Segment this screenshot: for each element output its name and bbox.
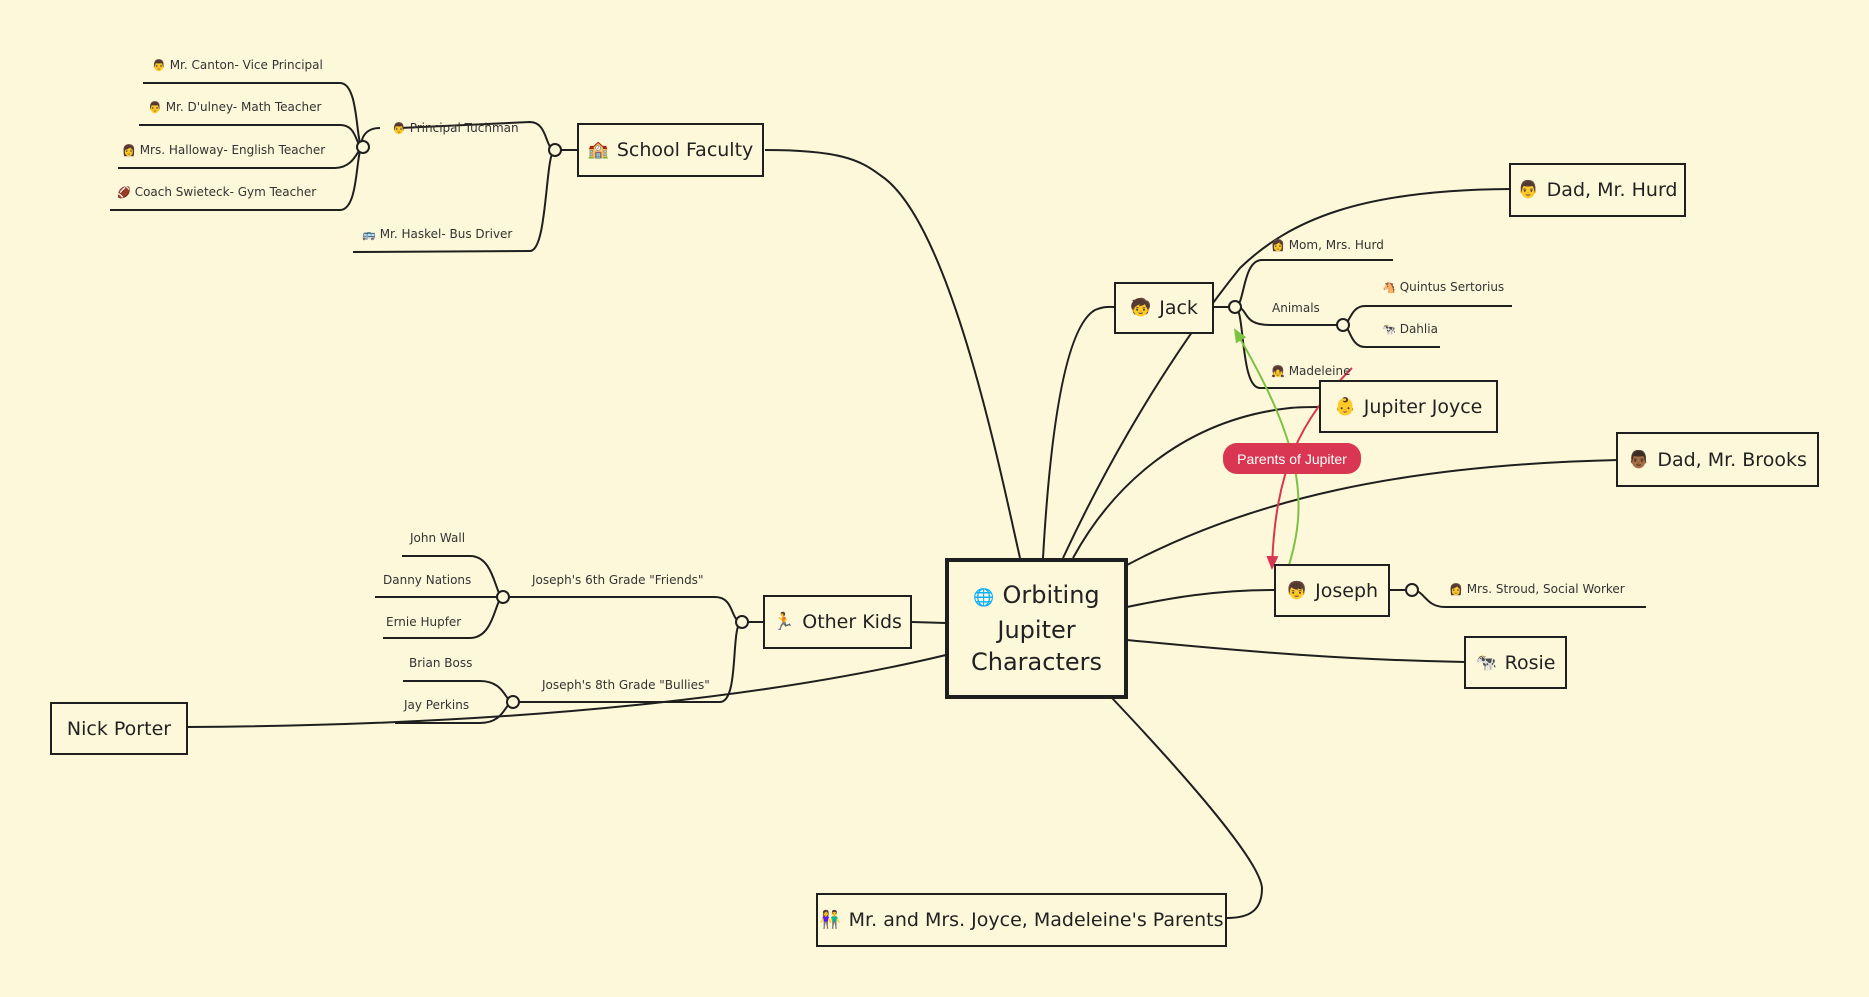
topic-jupiter-joyce[interactable]: 👶 Jupiter Joyce <box>1319 380 1498 433</box>
subtopic-label: Danny Nations <box>383 573 472 587</box>
topic-joyce-parents[interactable]: 👫 Mr. and Mrs. Joyce, Madeleine's Parent… <box>816 893 1227 947</box>
subtopic-label: Animals <box>1272 301 1320 315</box>
subtopic-canton[interactable]: 👨Mr. Canton- Vice Principal <box>152 58 323 73</box>
topic-label: School Faculty <box>616 139 754 161</box>
subtopic-haskel[interactable]: 🚌Mr. Haskel- Bus Driver <box>362 227 512 242</box>
topic-label: Jupiter Joyce <box>1363 395 1483 418</box>
subtopic-label: Quintus Sertorius <box>1399 280 1505 294</box>
couple-icon: 👫 <box>819 910 841 930</box>
woman-icon: 👩 <box>1449 583 1463 596</box>
baby-icon: 👶 <box>1334 396 1356 417</box>
subtopic-brian-boss[interactable]: Brian Boss <box>409 656 472 670</box>
subtopic-dahlia[interactable]: 🐄Dahlia <box>1382 322 1438 337</box>
subtopic-mom-hurd[interactable]: 👩Mom, Mrs. Hurd <box>1271 238 1384 253</box>
subtopic-label: John Wall <box>410 531 466 545</box>
topic-jack[interactable]: 🧒 Jack <box>1114 282 1214 334</box>
man-icon: 👨 <box>392 122 406 135</box>
subtopic-label: Jay Perkins <box>404 698 470 712</box>
subtopic-label: Madeleine <box>1288 364 1351 378</box>
woman-icon: 👩 <box>1271 239 1285 252</box>
horse-icon: 🐴 <box>1382 281 1396 294</box>
man-icon: 👨 <box>1517 180 1539 200</box>
man-icon: 👨 <box>152 59 166 72</box>
subtopic-principal[interactable]: 👨Principal Tuchman <box>392 121 519 136</box>
subtopic-friends[interactable]: Joseph's 6th Grade "Friends" <box>532 573 703 587</box>
subtopic-quintus[interactable]: 🐴Quintus Sertorius <box>1382 280 1504 295</box>
subtopic-label: Mr. D'ulney- Math Teacher <box>165 100 322 114</box>
subtopic-ernie-hupfer[interactable]: Ernie Hupfer <box>386 615 461 629</box>
central-topic-line2: Jupiter <box>997 616 1076 644</box>
topic-label: Nick Porter <box>66 717 172 740</box>
woman-icon: 👩 <box>122 144 136 157</box>
subtopic-label: Dahlia <box>1399 322 1438 336</box>
subtopic-jay-perkins[interactable]: Jay Perkins <box>404 698 469 712</box>
subtopic-label: Mr. Canton- Vice Principal <box>169 58 323 72</box>
football-icon: 🏈 <box>117 186 131 199</box>
relationship-label[interactable]: Parents of Jupiter <box>1223 443 1361 474</box>
subtopic-bullies[interactable]: Joseph's 8th Grade "Bullies" <box>542 678 710 692</box>
subtopic-label: Brian Boss <box>409 656 473 670</box>
globe-icon: 🌐 <box>973 588 995 608</box>
subtopic-label: Joseph's 8th Grade "Bullies" <box>542 678 710 692</box>
topic-nick-porter[interactable]: Nick Porter <box>50 702 188 755</box>
girl-icon: 👧 <box>1271 365 1285 378</box>
relationship-text: Parents of Jupiter <box>1237 450 1347 467</box>
subtopic-label: Mr. Haskel- Bus Driver <box>379 227 513 241</box>
subtopic-label: Ernie Hupfer <box>386 615 462 629</box>
topic-rosie[interactable]: 🐄 Rosie <box>1464 636 1567 689</box>
subtopic-stroud[interactable]: 👩Mrs. Stroud, Social Worker <box>1449 582 1625 597</box>
subtopic-label: Mom, Mrs. Hurd <box>1288 238 1384 252</box>
topic-label: Joseph <box>1315 579 1379 602</box>
topic-joseph[interactable]: 👦 Joseph <box>1274 564 1390 617</box>
subtopic-animals[interactable]: Animals <box>1272 301 1320 315</box>
central-title-word: Orbiting <box>1002 581 1100 609</box>
topic-label: Jack <box>1159 297 1198 319</box>
subtopic-danny-nations[interactable]: Danny Nations <box>383 573 471 587</box>
topic-other-kids[interactable]: 🏃 Other Kids <box>763 595 912 649</box>
subtopic-label: Mrs. Halloway- English Teacher <box>139 143 326 157</box>
topic-dad-hurd[interactable]: 👨 Dad, Mr. Hurd <box>1509 163 1686 217</box>
man-icon: 👨 <box>148 101 162 114</box>
subtopic-john-wall[interactable]: John Wall <box>410 531 465 545</box>
subtopic-label: Joseph's 6th Grade "Friends" <box>532 573 704 587</box>
central-topic-line1: 🌐 Orbiting <box>973 579 1099 614</box>
topic-label: Other Kids <box>802 611 902 633</box>
subtopic-label: Mrs. Stroud, Social Worker <box>1466 582 1625 596</box>
boy-icon: 👦 <box>1285 580 1308 601</box>
cow-icon: 🐄 <box>1382 323 1396 336</box>
boy-icon: 🧒 <box>1130 298 1152 318</box>
topic-dad-brooks[interactable]: 👨🏾 Dad, Mr. Brooks <box>1616 432 1819 487</box>
running-person-icon: 🏃 <box>773 612 795 632</box>
topic-label: Dad, Mr. Hurd <box>1546 179 1678 201</box>
school-icon: 🏫 <box>587 140 609 160</box>
subtopic-label: Coach Swieteck- Gym Teacher <box>134 185 317 199</box>
subtopic-halloway[interactable]: 👩Mrs. Halloway- English Teacher <box>122 143 325 158</box>
subtopic-madeleine[interactable]: 👧Madeleine <box>1271 364 1350 379</box>
topic-label: Mr. and Mrs. Joyce, Madeleine's Parents <box>848 909 1224 931</box>
cow-icon: 🐄 <box>1475 652 1497 673</box>
central-topic[interactable]: 🌐 Orbiting Jupiter Characters <box>945 558 1128 699</box>
central-topic-line3: Characters <box>971 648 1102 676</box>
topic-school-faculty[interactable]: 🏫 School Faculty <box>577 123 764 177</box>
subtopic-dulney[interactable]: 👨Mr. D'ulney- Math Teacher <box>148 100 321 115</box>
subtopic-label: Principal Tuchman <box>409 121 519 135</box>
bus-icon: 🚌 <box>362 228 376 241</box>
subtopic-swieteck[interactable]: 🏈Coach Swieteck- Gym Teacher <box>117 185 316 200</box>
topic-label: Dad, Mr. Brooks <box>1657 448 1807 471</box>
man-icon: 👨🏾 <box>1628 449 1650 470</box>
topic-label: Rosie <box>1504 651 1556 674</box>
